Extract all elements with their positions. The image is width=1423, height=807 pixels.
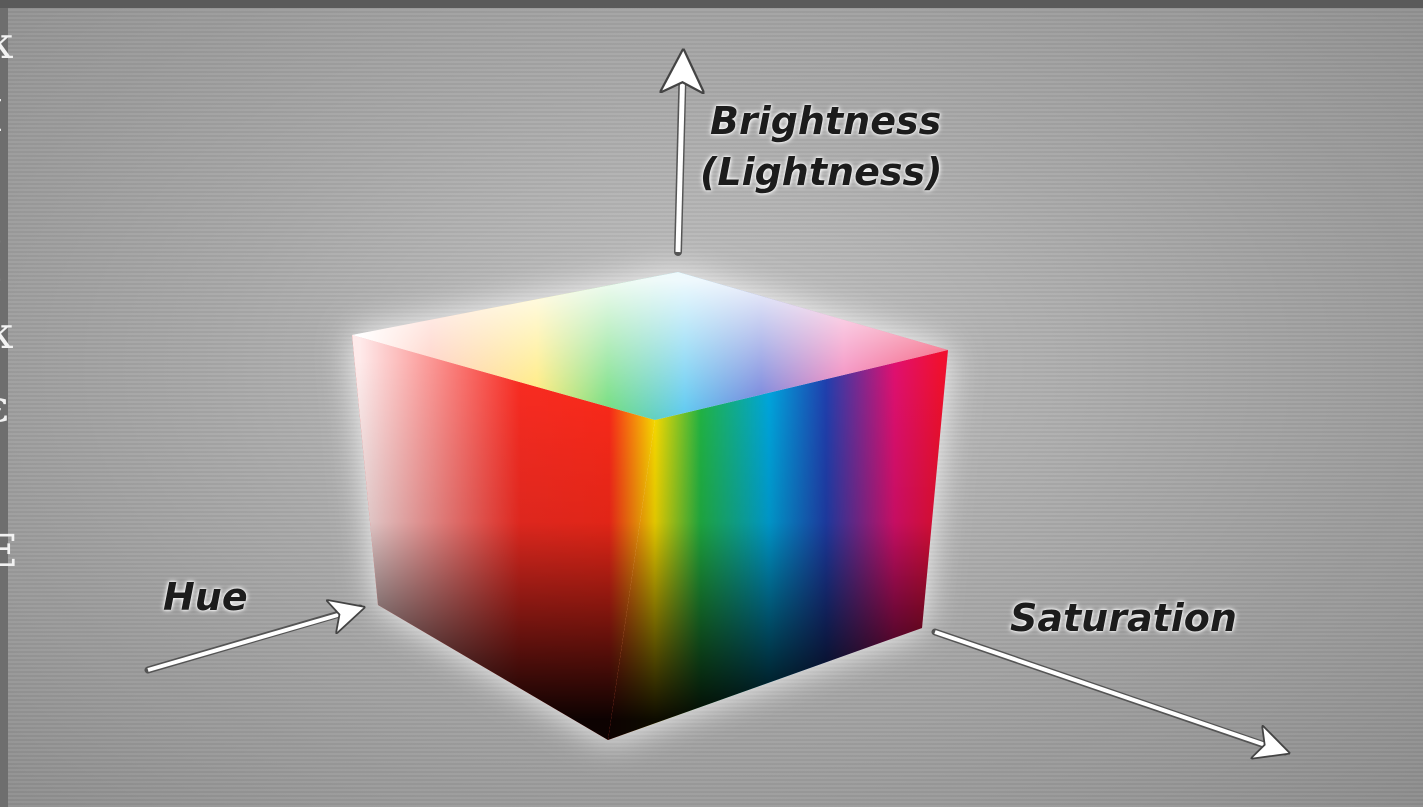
hue-arrow (148, 610, 355, 670)
hue-label: Hue (163, 575, 248, 619)
saturation-label: Saturation (1010, 596, 1237, 640)
saturation-arrow (935, 632, 1280, 750)
lightness-label: (Lightness) (700, 150, 942, 194)
brightness-label: Brightness (710, 99, 941, 143)
